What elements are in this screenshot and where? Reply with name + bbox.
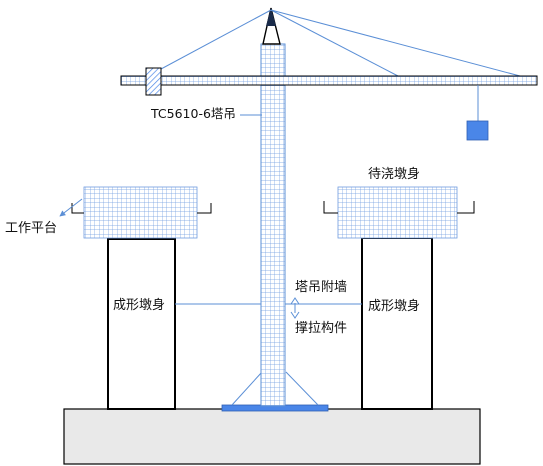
crane-model-label: TC5610-6塔吊: [150, 106, 236, 121]
base-brace-right: [285, 371, 319, 406]
base-brace-left: [231, 371, 263, 406]
crane-apex-shade: [266, 8, 276, 26]
formed-pier-left: [107, 238, 176, 410]
pier-to-pour: [337, 186, 458, 239]
pendant-line-2: [270, 9, 399, 77]
foundation-base: [63, 408, 481, 465]
wall-tie-arrow-up: [290, 297, 300, 305]
wall-tie-label-2: 撑拉构件: [295, 321, 347, 336]
work-platform: [83, 186, 198, 239]
work-platform-label: 工作平台: [5, 221, 57, 236]
wall-tie-label-1: 塔吊附墙: [295, 280, 347, 295]
crane-jib: [120, 75, 538, 86]
hook-block: [466, 120, 489, 141]
pendant-line-1: [147, 9, 272, 77]
counterweight: [145, 67, 162, 96]
pendant-line-3: [270, 9, 521, 77]
crane-mast: [260, 43, 286, 407]
pier-to-pour-label: 待浇墩身: [368, 166, 420, 182]
wall-tie-arrow-down: [290, 311, 300, 319]
formed-pier-right: [361, 237, 433, 410]
formed-pier-left-label: 成形墩身: [113, 297, 165, 313]
work-platform-arrow: [59, 198, 83, 217]
formed-pier-right-label: 成形墩身: [368, 298, 420, 314]
bracket-right: [323, 201, 475, 214]
